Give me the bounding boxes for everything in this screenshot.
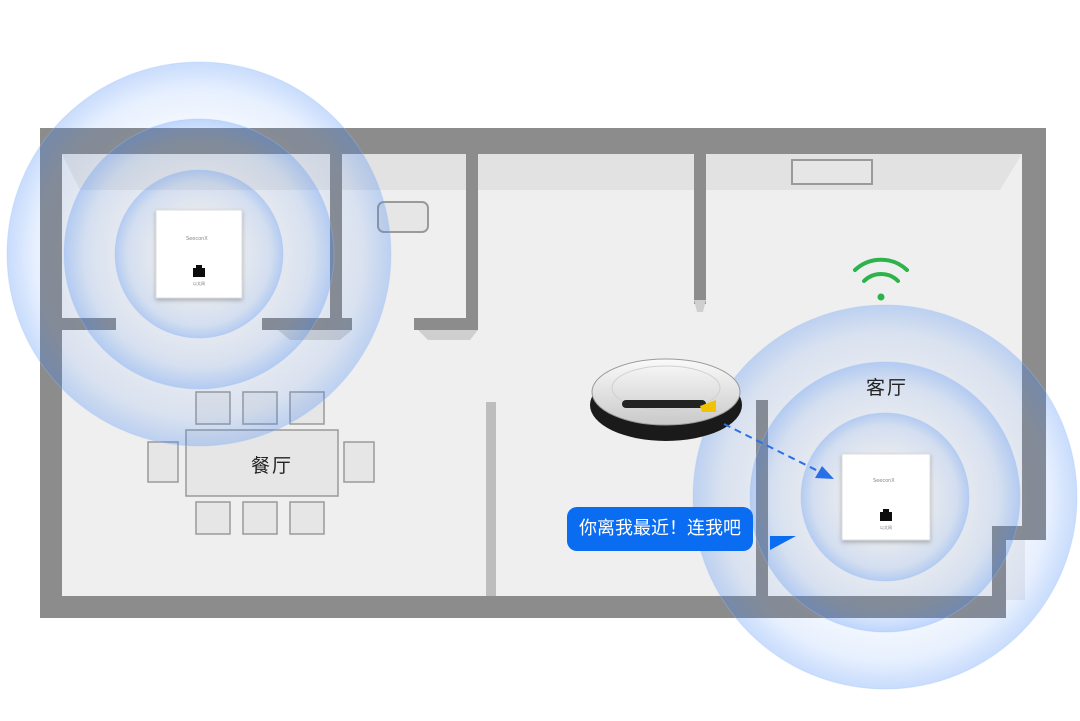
room-label-living: 客厅: [866, 377, 909, 399]
room-label-dining: 餐厅: [251, 455, 294, 477]
speech-bubble-tail: [770, 536, 796, 550]
access-point-right: SeeconX 以太网: [841, 453, 931, 541]
access-point-left: SeeconX 以太网: [155, 209, 243, 299]
ap-brand-text: SeeconX: [873, 478, 895, 484]
ethernet-port-icon: [880, 509, 892, 521]
wifi-signal-icon: [853, 257, 909, 301]
tv-console: [791, 159, 873, 185]
ap-brand-text: SeeconX: [186, 236, 208, 242]
dining-table: [185, 429, 339, 497]
robot-vacuum-icon: [590, 358, 742, 441]
connection-arrow: [723, 423, 834, 479]
ap-port-label: 以太网: [880, 524, 892, 530]
speech-bubble: 你离我最近！连我吧: [567, 507, 753, 551]
ap-port-label: 以太网: [193, 280, 205, 286]
ethernet-port-icon: [193, 265, 205, 277]
